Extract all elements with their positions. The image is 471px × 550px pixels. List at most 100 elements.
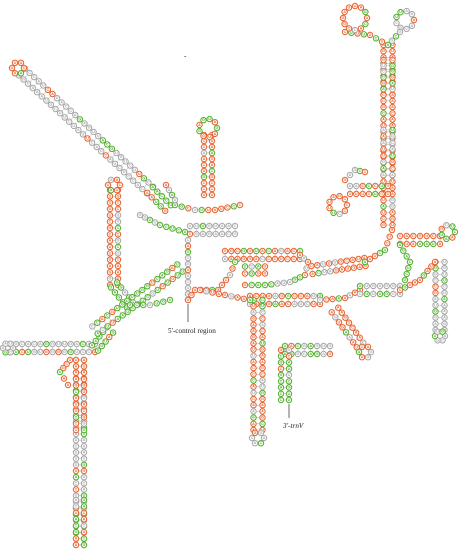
nucleotide-letter: U bbox=[357, 257, 360, 261]
nucleotide-letter: C bbox=[21, 342, 24, 346]
nucleotide-letter: C bbox=[348, 26, 351, 30]
nucleotide bbox=[388, 37, 396, 44]
nucleotide-letter: C bbox=[261, 372, 264, 376]
nucleotide-letter: U bbox=[382, 64, 385, 68]
nucleotide-letter: A bbox=[261, 354, 264, 358]
nucleotide bbox=[73, 340, 81, 348]
nucleotide bbox=[304, 258, 312, 266]
nucleotide bbox=[72, 467, 80, 475]
nucleotide bbox=[346, 334, 353, 341]
nucleotide-letter: A bbox=[252, 329, 255, 333]
nucleotide-letter: A bbox=[75, 342, 78, 346]
nucleotide-letter: A bbox=[434, 297, 437, 301]
nucleotide bbox=[159, 272, 166, 279]
nucleotide bbox=[80, 388, 88, 395]
nucleotide bbox=[72, 474, 80, 481]
nucleotide bbox=[17, 59, 25, 66]
nucleotide bbox=[341, 20, 348, 28]
nucleotide bbox=[234, 294, 241, 301]
nucleotide bbox=[408, 11, 416, 18]
nucleotide-letter: U bbox=[194, 208, 197, 212]
nucleotide bbox=[320, 261, 327, 268]
nucleotide-letter: C bbox=[261, 257, 264, 261]
nucleotide bbox=[351, 26, 359, 34]
nucleotide bbox=[285, 292, 292, 300]
nucleotide-letter: G bbox=[296, 352, 299, 356]
nucleotide-letter: U bbox=[109, 245, 112, 249]
nucleotide bbox=[384, 240, 391, 247]
nucleotide bbox=[98, 148, 105, 155]
nucleotide-letter: A bbox=[75, 498, 78, 502]
nucleotide-letter: A bbox=[75, 543, 78, 547]
nucleotide-letter: A bbox=[109, 158, 112, 162]
nucleotide-letter: A bbox=[399, 243, 402, 247]
nucleotide-letter: U bbox=[155, 200, 158, 204]
nucleotide bbox=[72, 388, 80, 395]
nucleotide-letter: C bbox=[127, 175, 130, 179]
nucleotide-letter: A bbox=[382, 173, 385, 177]
nucleotide-letter: G bbox=[49, 103, 52, 107]
nucleotide-letter: A bbox=[340, 311, 343, 315]
nucleotide-letter: C bbox=[380, 192, 383, 196]
control-region-label: 5'-control region bbox=[168, 327, 216, 335]
nucleotide bbox=[139, 185, 146, 193]
nucleotide-letter: A bbox=[91, 343, 94, 347]
nucleotide-letter: A bbox=[27, 342, 30, 346]
nucleotide bbox=[280, 279, 287, 286]
nucleotide bbox=[364, 343, 372, 350]
nucleotide-letter: U bbox=[83, 457, 86, 461]
nucleotide-letter: U bbox=[131, 295, 134, 299]
nucleotide bbox=[285, 396, 293, 404]
nucleotide-letter: C bbox=[251, 436, 254, 440]
nucleotide-letter: C bbox=[232, 204, 235, 208]
nucleotide bbox=[72, 528, 80, 536]
nucleotide-letter: C bbox=[141, 187, 144, 191]
nucleotide bbox=[113, 176, 121, 184]
nucleotide-letter: U bbox=[300, 302, 303, 306]
nucleotide-letter: U bbox=[328, 206, 331, 210]
nucleotide-letter: U bbox=[395, 15, 398, 19]
nucleotide bbox=[380, 48, 387, 55]
nucleotide bbox=[106, 333, 113, 341]
nucleotide bbox=[411, 279, 419, 286]
nucleotide bbox=[158, 193, 166, 200]
nucleotide-letter: G bbox=[391, 76, 394, 80]
nucleotide bbox=[67, 107, 75, 115]
nucleotide-letter: U bbox=[69, 358, 72, 362]
nucleotide bbox=[268, 281, 275, 288]
nucleotide bbox=[376, 282, 384, 290]
nucleotide bbox=[185, 205, 192, 212]
nucleotide bbox=[85, 124, 93, 131]
nucleotide-letter: G bbox=[422, 274, 425, 278]
nucleotide-letter: C bbox=[225, 278, 228, 282]
nucleotide-letter: U bbox=[211, 193, 214, 197]
nucleotide-letter: G bbox=[83, 390, 86, 394]
nucleotide-letter: G bbox=[434, 316, 437, 320]
nucleotide-letter: U bbox=[372, 292, 375, 296]
nucleotide-letter: C bbox=[274, 257, 277, 261]
nucleotide bbox=[191, 206, 199, 214]
nucleotide bbox=[250, 327, 257, 335]
nucleotide-letter: C bbox=[292, 257, 295, 261]
nucleotide-letter: U bbox=[142, 303, 145, 307]
nucleotide bbox=[49, 348, 56, 356]
nucleotide bbox=[389, 48, 396, 55]
nucleotide bbox=[346, 292, 354, 299]
nucleotide bbox=[148, 194, 155, 201]
nucleotide-letter: U bbox=[405, 242, 408, 246]
nucleotide bbox=[240, 255, 248, 263]
nucleotide-letter: G bbox=[391, 39, 394, 43]
nucleotide bbox=[72, 437, 80, 444]
nucleotide bbox=[72, 356, 80, 364]
nucleotide bbox=[20, 76, 27, 83]
nucleotide-letter: G bbox=[282, 281, 285, 285]
nucleotide-letter: A bbox=[352, 340, 355, 344]
nucleotide-letter: A bbox=[109, 264, 112, 268]
nucleotide bbox=[92, 337, 99, 345]
nucleotide bbox=[61, 114, 68, 121]
nucleotide bbox=[403, 25, 410, 33]
nucleotide-letter: C bbox=[203, 163, 206, 167]
nucleotide bbox=[136, 211, 144, 219]
nucleotide-letter: G bbox=[202, 118, 205, 122]
nucleotide bbox=[335, 304, 342, 311]
